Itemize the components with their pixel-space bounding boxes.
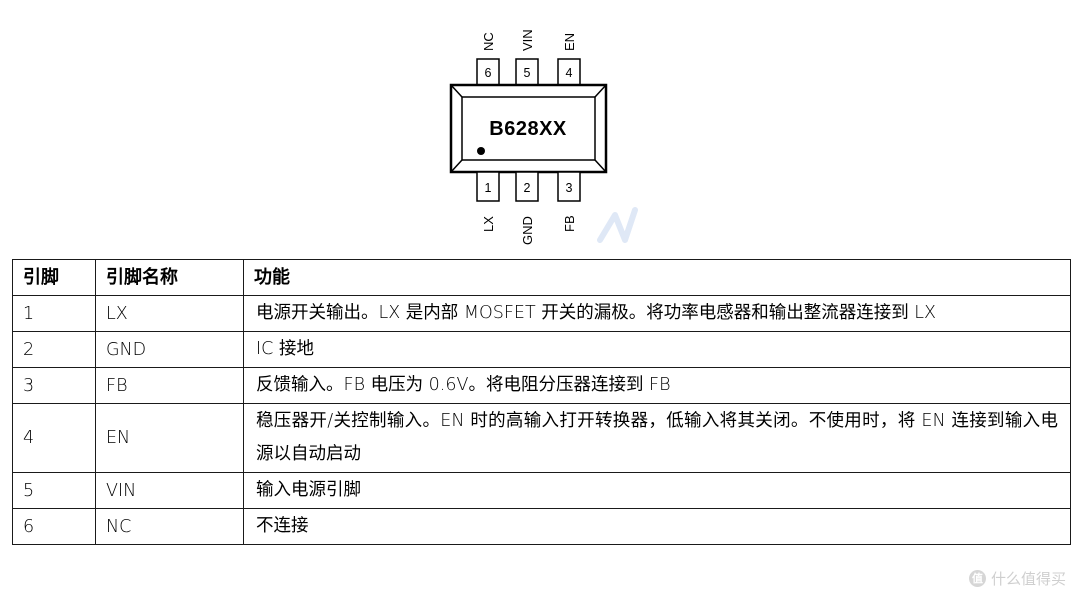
pin-4-number: 4 [566, 66, 573, 80]
pin-number-cell: 5 [12, 472, 96, 509]
table-row: 6 NC 不连接 [12, 508, 1071, 545]
pin-number-cell: 4 [12, 403, 96, 473]
pin1-marker-dot [477, 147, 485, 155]
table-row: 4 EN 稳压器开/关控制输入。EN 时的高输入打开转换器，低输入将其关闭。不使… [12, 403, 1071, 473]
pin-2-number: 2 [524, 181, 531, 195]
chip-body: B628XX [449, 83, 608, 174]
pin-number-cell: 3 [12, 367, 96, 404]
pin-name-cell: LX [95, 295, 244, 332]
pin-1-name: LX [481, 216, 496, 232]
pin-function-cell: 电源开关输出。LX 是内部 MOSFET 开关的漏极。将功率电感器和输出整流器连… [243, 295, 1071, 332]
pin-6: 6 NC [476, 32, 500, 86]
pin-number-cell: 1 [12, 295, 96, 332]
header-function: 功能 [243, 259, 1071, 296]
watermark-logo-icon: 值 [968, 570, 986, 587]
header-pin-name: 引脚名称 [95, 259, 244, 296]
pin-1-number: 1 [485, 181, 492, 195]
ic-package-diagram: 6 NC 5 VIN 4 EN B628XX 1 LX 2 GND 3 [449, 29, 638, 245]
table-row: 2 GND IC 接地 [12, 331, 1071, 368]
pin-1: 1 LX [476, 171, 500, 232]
table-row: 5 VIN 输入电源引脚 [12, 472, 1071, 509]
pin-3: 3 FB [557, 171, 581, 232]
pin-function-cell: 反馈输入。FB 电压为 0.6V。将电阻分压器连接到 FB [243, 367, 1071, 404]
pin-name-cell: GND [95, 331, 244, 368]
pin-function-table: 引脚 引脚名称 功能 1 LX 电源开关输出。LX 是内部 MOSFET 开关的… [12, 259, 1071, 545]
pin-6-name: NC [481, 32, 496, 51]
pin-2: 2 GND [515, 171, 539, 245]
pin-3-name: FB [562, 215, 577, 232]
pin-function-cell: IC 接地 [243, 331, 1071, 368]
table-row: 3 FB 反馈输入。FB 电压为 0.6V。将电阻分压器连接到 FB [12, 367, 1071, 404]
table-header-row: 引脚 引脚名称 功能 [12, 259, 1071, 296]
pin-5: 5 VIN [515, 29, 539, 86]
pin-number-cell: 2 [12, 331, 96, 368]
table-row: 1 LX 电源开关输出。LX 是内部 MOSFET 开关的漏极。将功率电感器和输… [12, 295, 1071, 332]
pin-function-cell: 稳压器开/关控制输入。EN 时的高输入打开转换器，低输入将其关闭。不使用时，将 … [243, 403, 1071, 473]
pin-name-cell: EN [95, 403, 244, 473]
pin-4: 4 EN [557, 33, 581, 86]
watermark-text: 什么值得买 [990, 570, 1066, 588]
pin-4-name: EN [562, 33, 577, 51]
pin-5-name: VIN [520, 29, 535, 51]
pin-name-cell: FB [95, 367, 244, 404]
pin-name-cell: VIN [95, 472, 244, 509]
faint-watermark-mark [597, 207, 638, 243]
pin-number-cell: 6 [12, 508, 96, 545]
header-pin: 引脚 [12, 259, 96, 296]
pin-name-cell: NC [95, 508, 244, 545]
pin-function-cell: 输入电源引脚 [243, 472, 1071, 509]
pin-6-number: 6 [485, 66, 492, 80]
chip-label: B628XX [489, 118, 567, 140]
pin-2-name: GND [520, 216, 535, 245]
pin-5-number: 5 [524, 66, 531, 80]
site-watermark: 值 什么值得买 [968, 568, 1066, 589]
pin-3-number: 3 [566, 181, 573, 195]
pin-function-cell: 不连接 [243, 508, 1071, 545]
